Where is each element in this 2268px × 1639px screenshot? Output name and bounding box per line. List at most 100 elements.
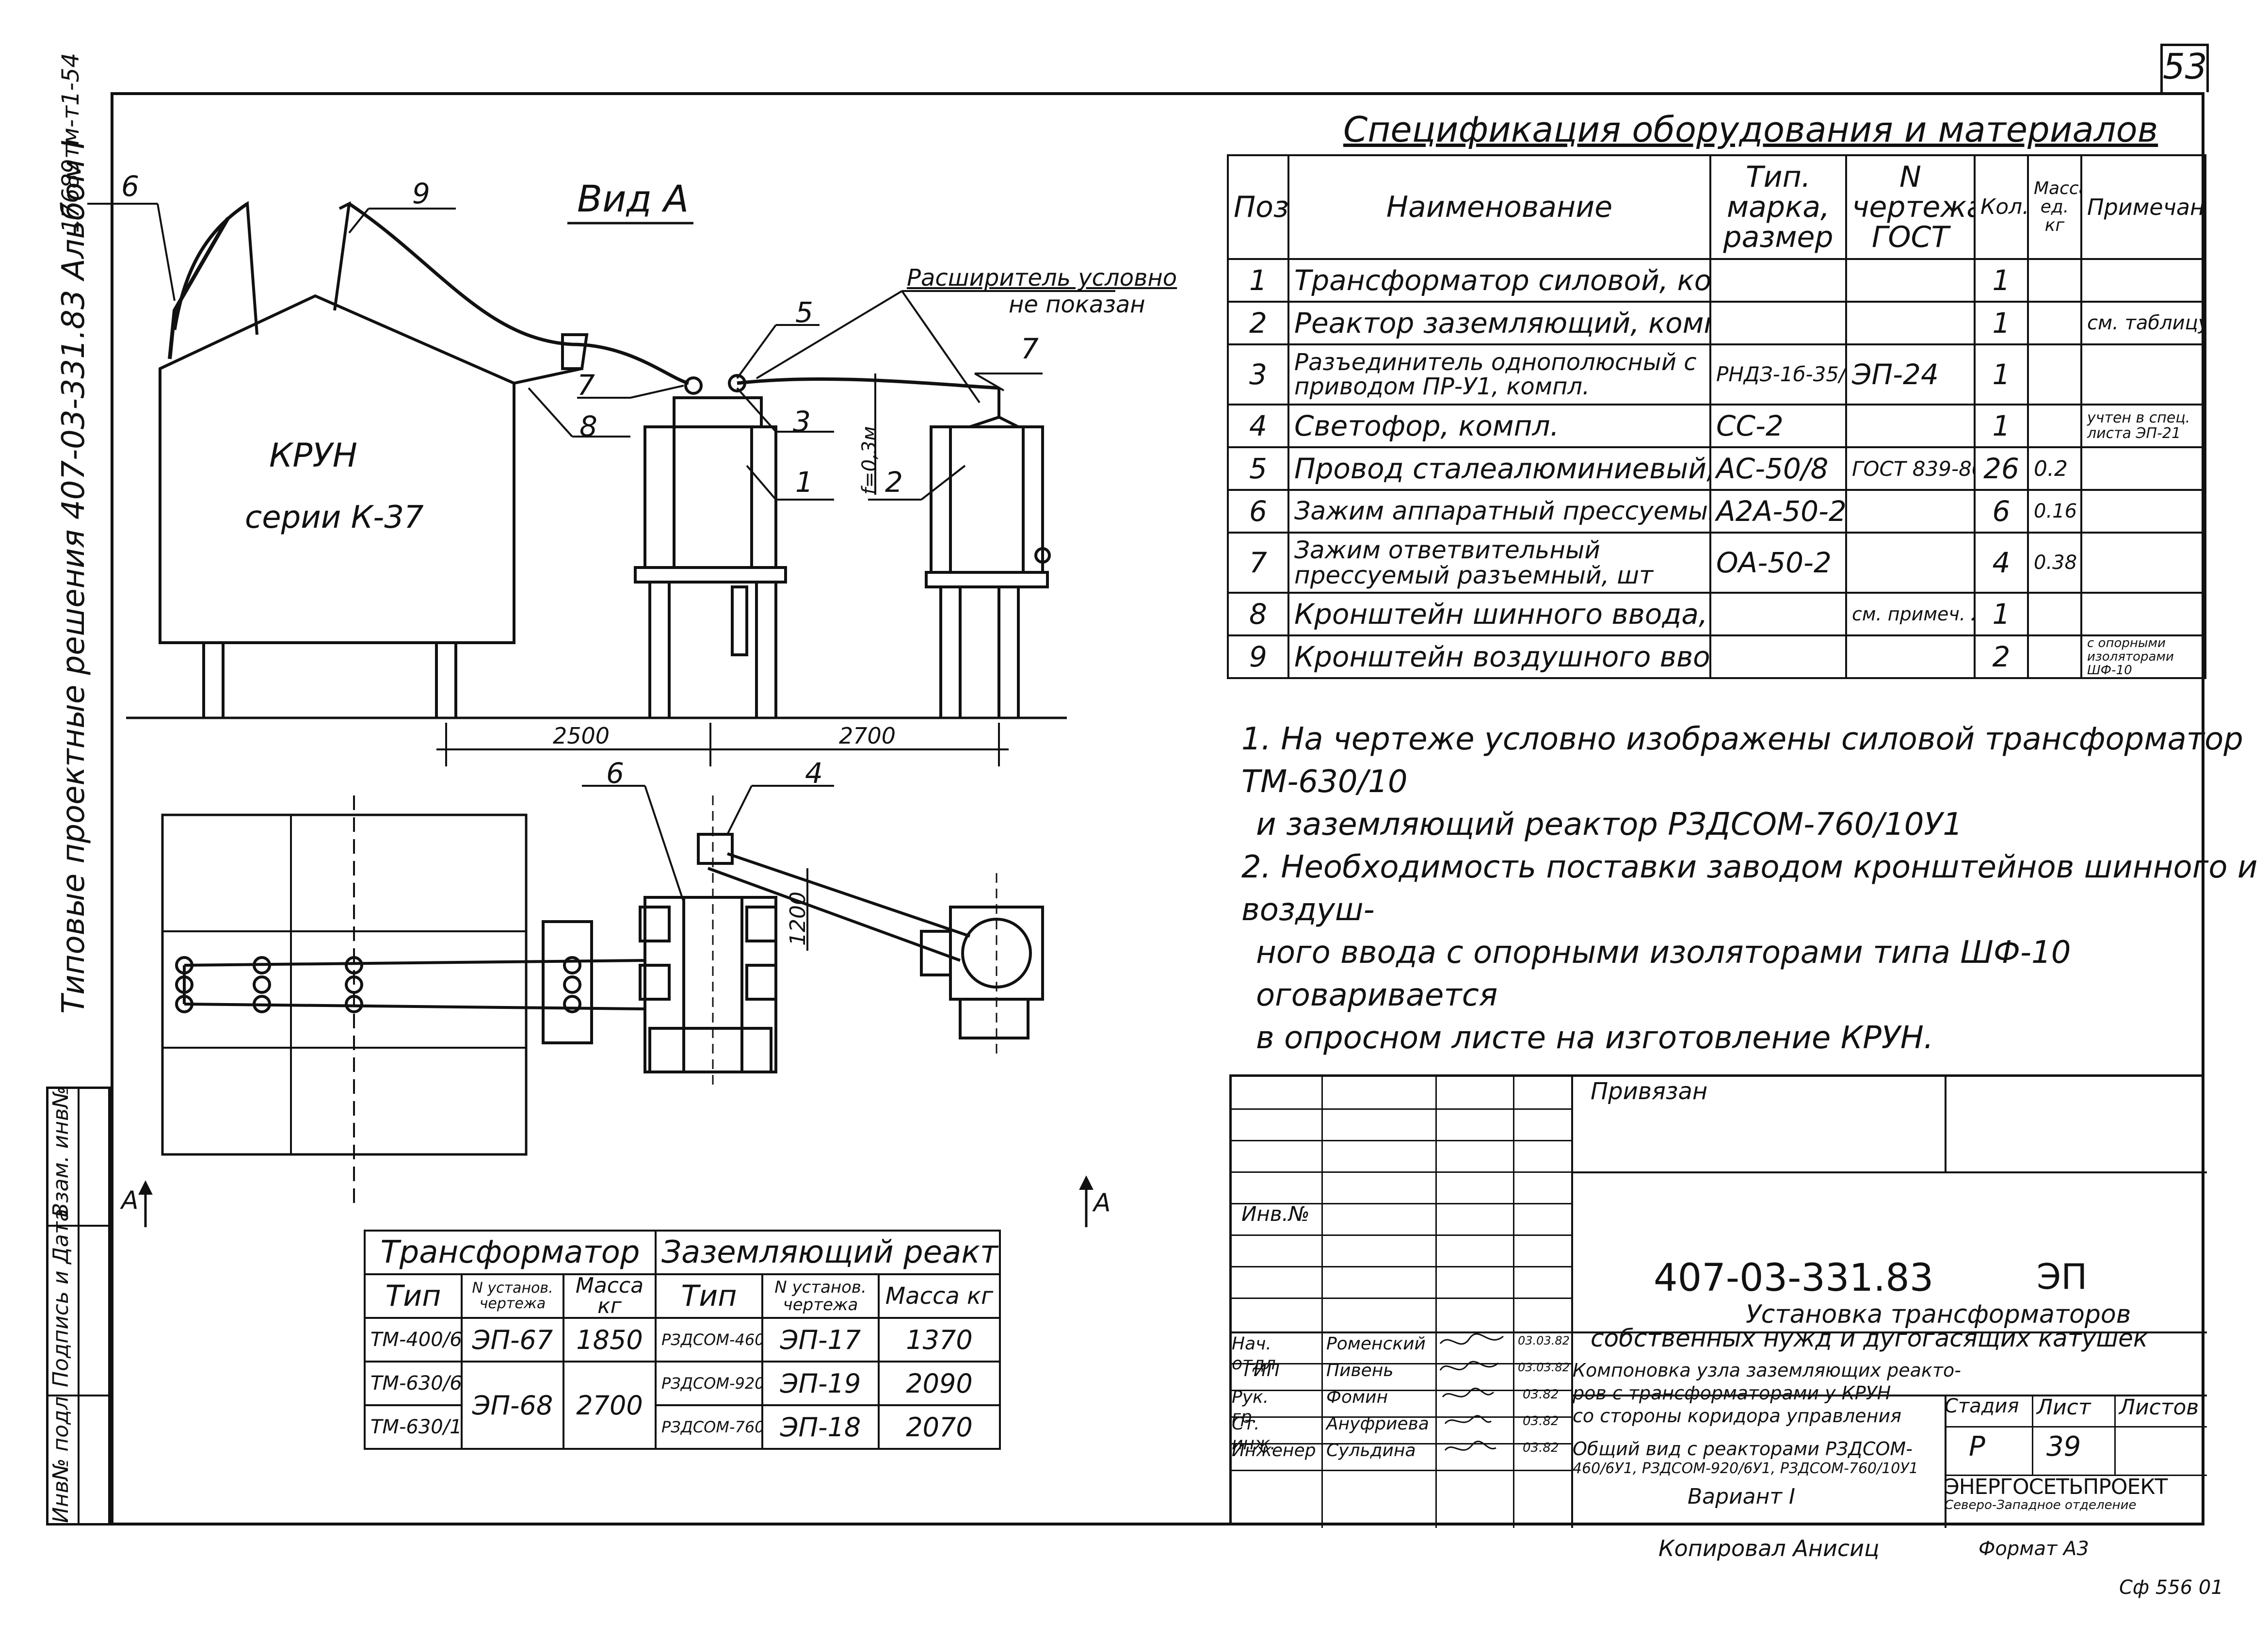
- side-approval-strip: [46, 1087, 111, 1525]
- spec-row: 4 Светофор, компл. СС-2 1 учтен в спец. …: [1227, 404, 2206, 448]
- tr-mass: 1850: [563, 1317, 657, 1363]
- spec-pos: 3: [1227, 343, 1289, 406]
- callout-3: 3: [793, 405, 811, 438]
- stamp-sheet-desc-3: со стороны коридора управления: [1573, 1405, 1902, 1427]
- stamp-org-1: ЭНЕРГОСЕТЬПРОЕКТ: [1945, 1475, 2168, 1499]
- stamp-view-desc-1: Общий вид с реакторами РЗДСОМ-: [1573, 1438, 1913, 1460]
- group-transformer: Трансформатор: [364, 1230, 657, 1275]
- spec-mass: [2027, 301, 2082, 345]
- spec-pos: 5: [1227, 446, 1289, 491]
- note-line: 2. Необходимость поставки заводом кроншт…: [1241, 849, 2258, 928]
- callout-5: 5: [795, 296, 813, 329]
- stamp-org-2: Северо-Западное отделение: [1945, 1498, 2137, 1512]
- group-reactor: Заземляющий реактор: [654, 1230, 1001, 1275]
- dim-plan: 1200: [786, 892, 810, 946]
- spec-note: [2080, 343, 2206, 406]
- spec-mass: [2027, 258, 2082, 303]
- group-header-row: Трансформатор Заземляющий реактор: [364, 1230, 1001, 1275]
- spec-doc: [1845, 532, 1976, 594]
- re-doc: ЭП-18: [761, 1404, 880, 1450]
- spec-name: Трансформатор силовой, компл.: [1287, 258, 1711, 303]
- expander-note-2: не показан: [1009, 291, 1145, 318]
- spec-mass: 0.2: [2027, 446, 2082, 491]
- signer-date: 03.82: [1523, 1441, 1559, 1455]
- stamp-sheet-desc-1: Компоновка узла заземляющих реакто-: [1573, 1360, 1961, 1381]
- stamp-view-desc-2: 460/6У1, РЗДСОМ-920/6У1, РЗДСОМ-760/10У1: [1573, 1460, 1918, 1477]
- signer-name: Ануфриева: [1326, 1414, 1429, 1434]
- callout-1: 1: [795, 466, 813, 499]
- spec-note: с опорными изоляторами ШФ-10: [2080, 634, 2206, 679]
- tr-doc: ЭП-68: [461, 1361, 564, 1450]
- spec-qty: 1: [1974, 343, 2029, 406]
- th-doc: N установ. чертежа: [461, 1273, 564, 1319]
- spec-pos: 7: [1227, 532, 1289, 594]
- spec-qty: 1: [1974, 258, 2029, 303]
- spec-doc: [1845, 301, 1976, 345]
- copied-by: Копировал Анисиц: [1658, 1535, 1880, 1561]
- spec-row: 5 Провод сталеалюминиевый, м АС-50/8 ГОС…: [1227, 446, 2206, 491]
- spec-header-row: Поз. Наименование Тип. марка, размер N ч…: [1227, 154, 2206, 260]
- table-row: ТМ-400/6 ЭП-67 1850 РЗДСОМ-460/6У1 ЭП-17…: [364, 1317, 1001, 1363]
- spec-note: [2080, 258, 2206, 303]
- tr-type: ТМ-400/6: [364, 1317, 463, 1363]
- spec-mass: 0.38: [2027, 532, 2082, 594]
- spec-pos: 2: [1227, 301, 1289, 345]
- callout-4-plan: 4: [805, 757, 823, 790]
- spec-name: Светофор, компл.: [1287, 404, 1711, 448]
- spec-name: Кронштейн воздушного ввода, шт: [1287, 634, 1711, 679]
- callout-7b: 7: [1021, 332, 1039, 365]
- signer-role: Рук. гр.: [1232, 1387, 1269, 1427]
- spec-row: 8 Кронштейн шинного ввода, шт см. примеч…: [1227, 592, 2206, 636]
- kruin-series: серии К-37: [245, 500, 424, 536]
- spec-doc: см. примеч. 2: [1845, 592, 1976, 636]
- stamp-sheet-desc-2: ров с трансформаторами у КРУН: [1573, 1382, 1891, 1404]
- spec-note: [2080, 489, 2206, 534]
- callout-6-plan: 6: [606, 757, 624, 790]
- spec-qty: 26: [1974, 446, 2029, 491]
- spec-note: [2080, 446, 2206, 491]
- spec-doc: [1845, 489, 1976, 534]
- view-label: Вид А: [577, 177, 689, 220]
- signer-name: Фомин: [1326, 1387, 1388, 1407]
- spec-note: [2080, 592, 2206, 636]
- th-type: Тип: [364, 1273, 463, 1319]
- drawing-frame: [111, 92, 2204, 1525]
- tr-doc: ЭП-67: [461, 1317, 564, 1363]
- signer-role: Ст. инж.: [1232, 1414, 1276, 1454]
- callout-8: 8: [579, 410, 597, 443]
- th-type-r: Тип: [655, 1273, 763, 1319]
- spec-title: Спецификация оборудования и материалов: [1343, 109, 2158, 150]
- spec-doc: ЭП-24: [1845, 343, 1976, 406]
- stamp-stage-label: Стадия: [1945, 1395, 2019, 1417]
- note-line: и заземляющий реактор РЗДСОМ-760/10У1: [1256, 807, 1963, 843]
- spec-type: [1709, 258, 1847, 303]
- dim-right: 2700: [839, 723, 896, 749]
- re-type: РЗДСОМ-760/10У1: [655, 1404, 763, 1450]
- spec-type: [1709, 592, 1847, 636]
- spec-h-doc: N чертежа ГОСТ: [1845, 154, 1976, 260]
- signer-name: Сульдина: [1326, 1441, 1416, 1460]
- spec-pos: 6: [1227, 489, 1289, 534]
- re-mass: 2070: [877, 1404, 1001, 1450]
- re-doc: ЭП-17: [761, 1317, 880, 1363]
- spec-qty: 1: [1974, 301, 2029, 345]
- spec-type: ОА-50-2: [1709, 532, 1847, 594]
- signer-date: 03.03.82: [1518, 1334, 1570, 1347]
- stamp-tied: Привязан: [1591, 1078, 1708, 1105]
- table-row: ТМ-630/6 ЭП-68 2700 РЗДСОМ-920/6У1 ЭП-19…: [364, 1361, 1001, 1450]
- column-header-row: Тип N установ. чертежа Масса кг Тип N ус…: [364, 1273, 1001, 1319]
- spec-qty: 1: [1974, 592, 2029, 636]
- stamp-doc-code: 407-03-331.83: [1654, 1256, 1934, 1300]
- stamp-title-2: собственных нужд и дугогасящих катушек: [1591, 1324, 2148, 1352]
- format-label: Формат А3: [1978, 1538, 2089, 1560]
- spec-name: Кронштейн шинного ввода, шт: [1287, 592, 1711, 636]
- spec-row: 3 Разъединитель однополюсный с приводом …: [1227, 343, 2206, 406]
- spec-doc: [1845, 258, 1976, 303]
- spec-note: учтен в спец. листа ЭП-21: [2080, 404, 2206, 448]
- spec-pos: 9: [1227, 634, 1289, 679]
- kruin-label: КРУН: [269, 437, 357, 475]
- sag-label: f=0,3м: [858, 426, 881, 495]
- spec-pos: 1: [1227, 258, 1289, 303]
- spec-row: 9 Кронштейн воздушного ввода, шт 2 с опо…: [1227, 634, 2206, 679]
- signer-role: Нач. отдл: [1232, 1334, 1276, 1374]
